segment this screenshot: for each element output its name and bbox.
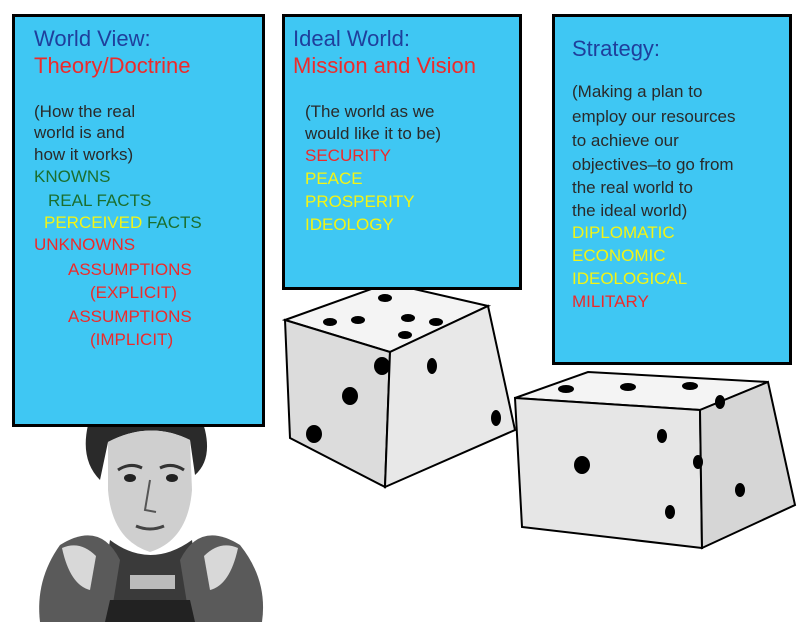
unknowns-label: UNKNOWNS [34, 235, 136, 254]
die-right [513, 370, 797, 550]
prosperity-item: PROSPERITY [305, 192, 415, 211]
strategy-desc-2: employ our resources [572, 107, 736, 126]
world-view-desc-1: (How the real [34, 102, 136, 121]
military-item: MILITARY [572, 292, 649, 311]
assumptions-implicit-label: ASSUMPTIONS [68, 307, 192, 326]
facts-word: FACTS [146, 213, 202, 232]
portrait-image [39, 397, 264, 622]
assumptions-explicit-label: ASSUMPTIONS [68, 260, 192, 279]
peace-item: PEACE [305, 169, 363, 188]
explicit-label: (EXPLICIT) [90, 283, 177, 302]
ideal-world-box: Ideal World: Mission and Vision (The wor… [282, 14, 522, 290]
diplomatic-item: DIPLOMATIC [572, 223, 675, 242]
implicit-label: (IMPLICIT) [90, 330, 174, 349]
world-view-box: World View: Theory/Doctrine (How the rea… [12, 14, 265, 427]
world-view-desc-2: world is and [34, 123, 125, 142]
ideal-world-desc-2: would like it to be) [305, 124, 442, 143]
perceived-facts-label: PERCEIVED FACTS [44, 213, 202, 233]
strategy-desc-3: to achieve our [572, 131, 679, 150]
strategy-title: Strategy: [572, 36, 661, 61]
security-item: SECURITY [305, 146, 391, 165]
world-view-desc-3: how it works) [34, 145, 134, 164]
perceived-word: PERCEIVED [44, 213, 143, 232]
ideal-world-title: Ideal World: [293, 26, 410, 51]
knowns-label: KNOWNS [34, 167, 111, 186]
world-view-subtitle: Theory/Doctrine [34, 53, 191, 78]
die-left [281, 281, 517, 489]
real-facts-label: REAL FACTS [48, 191, 152, 210]
economic-item: ECONOMIC [572, 246, 666, 265]
strategy-desc-4: objectives–to go from [572, 155, 734, 174]
ideological-item: IDEOLOGICAL [572, 269, 688, 288]
ideal-world-subtitle: Mission and Vision [293, 53, 477, 78]
ideal-world-desc-1: (The world as we [305, 102, 435, 121]
strategy-desc-6: the ideal world) [572, 201, 688, 220]
ideology-item: IDEOLOGY [305, 215, 394, 234]
strategy-desc-1: (Making a plan to [572, 82, 703, 101]
world-view-title: World View: [34, 26, 151, 51]
strategy-desc-5: the real world to [572, 178, 693, 197]
strategy-box: Strategy: (Making a plan to employ our r… [552, 14, 792, 365]
